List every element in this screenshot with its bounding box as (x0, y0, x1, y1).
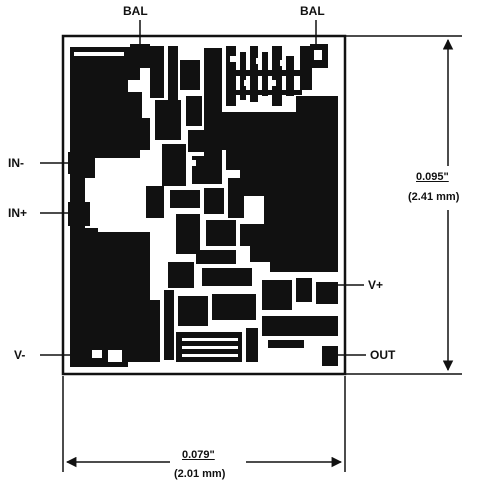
pin-label-in-plus: IN+ (8, 206, 28, 220)
pin-label-bal-right: BAL (300, 4, 325, 18)
die-light-features (74, 50, 322, 362)
pin-label-out: OUT (370, 348, 396, 362)
pin-label-in-minus: IN- (8, 156, 24, 170)
width-inches-label: 0.079" (182, 449, 215, 461)
width-mm-label: (2.01 mm) (174, 468, 226, 480)
pin-label-bal-left: BAL (123, 4, 148, 18)
pin-label-v-minus: V- (14, 348, 26, 362)
height-mm-label: (2.41 mm) (408, 191, 460, 203)
height-inches-label: 0.095" (416, 171, 449, 183)
pin-leader-lines (40, 20, 366, 356)
pin-label-v-plus: V+ (368, 278, 384, 292)
